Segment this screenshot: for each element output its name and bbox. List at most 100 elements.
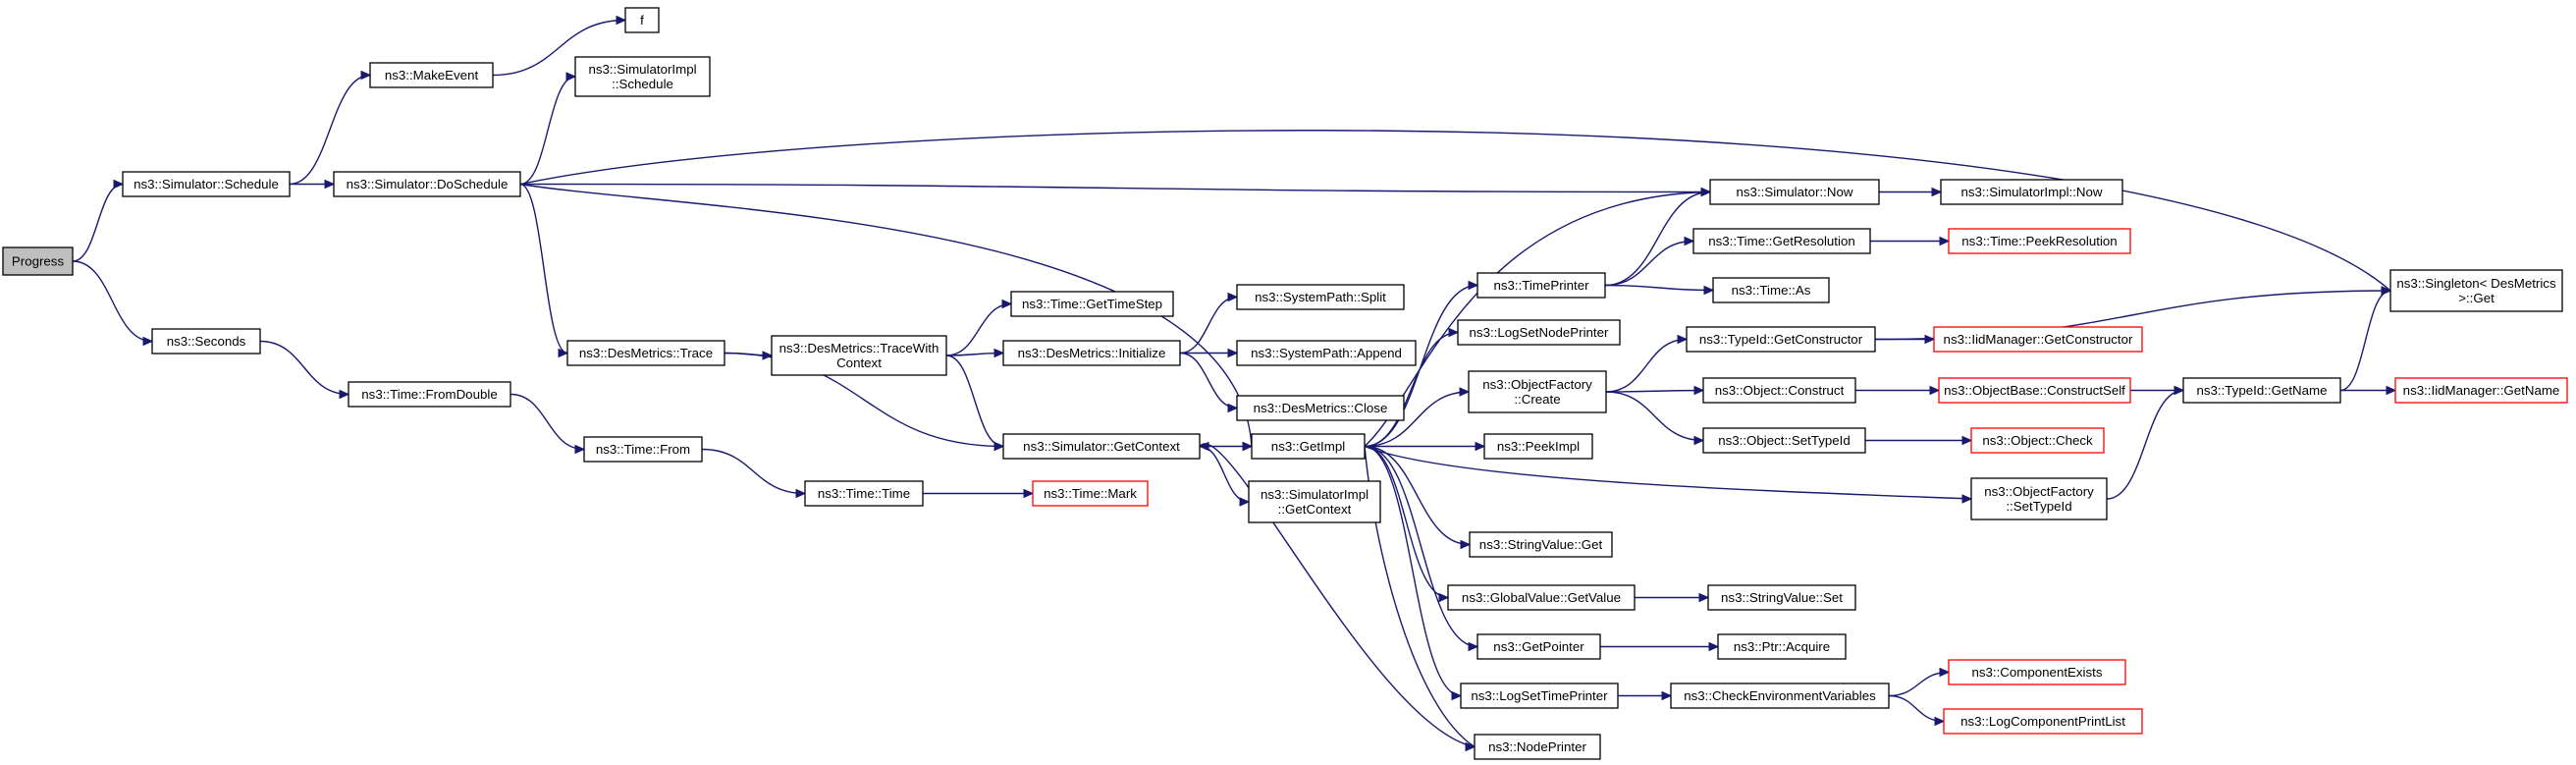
node-box: [1251, 433, 1366, 460]
node-time-from[interactable]: ns3::Time::From: [583, 436, 703, 463]
node-label: ns3::SimulatorImpl: [1261, 487, 1368, 502]
node-f[interactable]: f: [624, 7, 660, 33]
node-time-peekresolution[interactable]: ns3::Time::PeekResolution: [1948, 228, 2131, 254]
edge-getimpl-to-objfactory_settypeid: [1364, 445, 1972, 500]
node-objectbase-constructself[interactable]: ns3::ObjectBase::ConstructSelf: [1938, 377, 2131, 404]
node-box: [1970, 477, 2108, 520]
node-time-as[interactable]: ns3::Time::As: [1712, 277, 1830, 303]
node-logsettimeprinter[interactable]: ns3::LogSetTimePrinter: [1460, 683, 1619, 709]
node-typeid-getconstructor[interactable]: ns3::TypeId::GetConstructor: [1686, 326, 1876, 353]
node-label: ns3::Time::GetTimeStep: [1022, 297, 1162, 311]
edge-timeprinter-to-time_getresolution: [1604, 240, 1694, 287]
node-box: [1692, 228, 1871, 254]
node-label: ns3::ComponentExists: [1971, 665, 2102, 680]
edge-sim_getcontext-to-simimpl_getcontext: [1199, 445, 1250, 503]
node-stringvalue-set[interactable]: ns3::StringValue::Set: [1707, 584, 1856, 611]
node-logcomponentprintlist[interactable]: ns3::LogComponentPrintList: [1943, 708, 2143, 735]
node-time-getresolution[interactable]: ns3::Time::GetResolution: [1692, 228, 1871, 254]
node-box: [1970, 427, 2105, 454]
node-label: ns3::SystemPath::Append: [1251, 346, 1402, 360]
arrowhead: [1468, 641, 1479, 652]
arrowhead: [1708, 641, 1720, 652]
node-object-settypeid[interactable]: ns3::Object::SetTypeId: [1702, 427, 1866, 454]
arrowhead: [1227, 292, 1239, 302]
node-desmetrics-trace[interactable]: ns3::DesMetrics::Trace: [566, 340, 725, 366]
node-label: ns3::IidManager::GetConstructor: [1944, 332, 2133, 347]
node-simimpl-getcontext[interactable]: ns3::SimulatorImpl::GetContext: [1248, 480, 1381, 523]
node-label: ns3::GetImpl: [1271, 439, 1345, 454]
node-typeid-getname[interactable]: ns3::TypeId::GetName: [2182, 377, 2341, 404]
node-box: [1483, 433, 1593, 460]
arrowhead: [1227, 348, 1239, 358]
node-seconds[interactable]: ns3::Seconds: [151, 328, 261, 355]
node-desmetrics-close[interactable]: ns3::DesMetrics::Close: [1236, 395, 1405, 421]
node-box: [1236, 340, 1417, 366]
node-box: [1938, 377, 2131, 404]
node-box: [1236, 395, 1405, 421]
node-iidmanager-getconstructor[interactable]: ns3::IidManager::GetConstructor: [1933, 326, 2143, 353]
node-box: [348, 381, 511, 408]
node-nodeprinter[interactable]: ns3::NodePrinter: [1474, 734, 1601, 760]
node-box: [1460, 683, 1619, 709]
node-box: [624, 7, 660, 33]
node-box: [1248, 480, 1381, 523]
node-label: ns3::DesMetrics::TraceWith: [779, 341, 939, 355]
node-timeprinter[interactable]: ns3::TimePrinter: [1476, 272, 1606, 299]
node-singleton-get[interactable]: ns3::Singleton< DesMetrics >::Get: [2389, 269, 2563, 312]
node-box: [2182, 377, 2341, 404]
arrowhead: [1001, 299, 1013, 309]
edge-getimpl-to-logsetnodeprinter: [1364, 331, 1459, 448]
node-object-check[interactable]: ns3::Object::Check: [1970, 427, 2105, 454]
node-globalvalue-getvalue[interactable]: ns3::GlobalValue::GetValue: [1447, 584, 1636, 611]
node-sim-now[interactable]: ns3::Simulator::Now: [1709, 179, 1880, 205]
node-checkenvvars[interactable]: ns3::CheckEnvironmentVariables: [1670, 683, 1890, 709]
node-getimpl[interactable]: ns3::GetImpl: [1251, 433, 1366, 460]
arrowhead: [2381, 286, 2392, 296]
node-logsetnodeprinter[interactable]: ns3::LogSetNodePrinter: [1457, 319, 1621, 346]
node-progress[interactable]: Progress: [2, 246, 74, 276]
node-getpointer[interactable]: ns3::GetPointer: [1476, 633, 1601, 660]
node-box: [333, 171, 521, 197]
node-objfactory-create[interactable]: ns3::ObjectFactory::Create: [1468, 370, 1607, 413]
arrowhead: [565, 72, 577, 82]
edge-objfactory_create-to-object_construct: [1605, 389, 1704, 393]
node-object-construct[interactable]: ns3::Object::Construct: [1702, 377, 1856, 404]
node-make-event[interactable]: ns3::MakeEvent: [369, 62, 494, 88]
node-box: [1707, 584, 1856, 611]
edge-getimpl-to-getpointer: [1364, 445, 1478, 648]
node-box: [1717, 633, 1847, 660]
node-desmetrics-initialize[interactable]: ns3::DesMetrics::Initialize: [1002, 340, 1181, 366]
node-sim-getcontext[interactable]: ns3::Simulator::GetContext: [1002, 433, 1201, 460]
arrowhead: [1023, 488, 1035, 499]
node-stringvalue-get[interactable]: ns3::StringValue::Get: [1469, 531, 1613, 558]
node-label: ns3::TypeId::GetConstructor: [1699, 332, 1863, 347]
node-box: [1940, 179, 2123, 205]
node-time-fromdouble[interactable]: ns3::Time::FromDouble: [348, 381, 511, 408]
node-componentexists[interactable]: ns3::ComponentExists: [1948, 659, 2126, 685]
node-label: ns3::MakeEvent: [385, 68, 479, 82]
arrowhead: [1460, 539, 1472, 550]
arrowhead: [339, 389, 350, 400]
node-systempath-split[interactable]: ns3::SystemPath::Split: [1236, 284, 1405, 310]
node-time-time[interactable]: ns3::Time::Time: [804, 480, 924, 507]
node-time-mark[interactable]: ns3::Time::Mark: [1032, 480, 1149, 507]
arrowhead: [1475, 441, 1486, 452]
node-simimpl-schedule[interactable]: ns3::SimulatorImpl::Schedule: [574, 56, 711, 97]
edge-typeid_getname-to-singleton_get: [2339, 290, 2391, 392]
node-objfactory-settypeid[interactable]: ns3::ObjectFactory::SetTypeId: [1970, 477, 2108, 520]
node-simimpl-now[interactable]: ns3::SimulatorImpl::Now: [1940, 179, 2123, 205]
edge-make_event-to-f: [492, 19, 626, 77]
edge-timeprinter-to-sim_now: [1604, 191, 1711, 287]
node-time-gettimestep[interactable]: ns3::Time::GetTimeStep: [1010, 291, 1174, 317]
node-iidmanager-getname[interactable]: ns3::IidManager::GetName: [2394, 377, 2568, 404]
node-label: ns3::Time::From: [596, 442, 690, 457]
node-sim-doschedule[interactable]: ns3::Simulator::DoSchedule: [333, 171, 521, 197]
arrowhead: [1438, 592, 1450, 603]
node-ptr-acquire[interactable]: ns3::Ptr::Acquire: [1717, 633, 1847, 660]
node-peekimpl[interactable]: ns3::PeekImpl: [1483, 433, 1593, 460]
node-label: ns3::Object::Construct: [1715, 383, 1845, 398]
node-label: ns3::ObjectFactory: [1482, 377, 1592, 392]
node-systempath-append[interactable]: ns3::SystemPath::Append: [1236, 340, 1417, 366]
node-sim-schedule[interactable]: ns3::Simulator::Schedule: [122, 171, 291, 197]
